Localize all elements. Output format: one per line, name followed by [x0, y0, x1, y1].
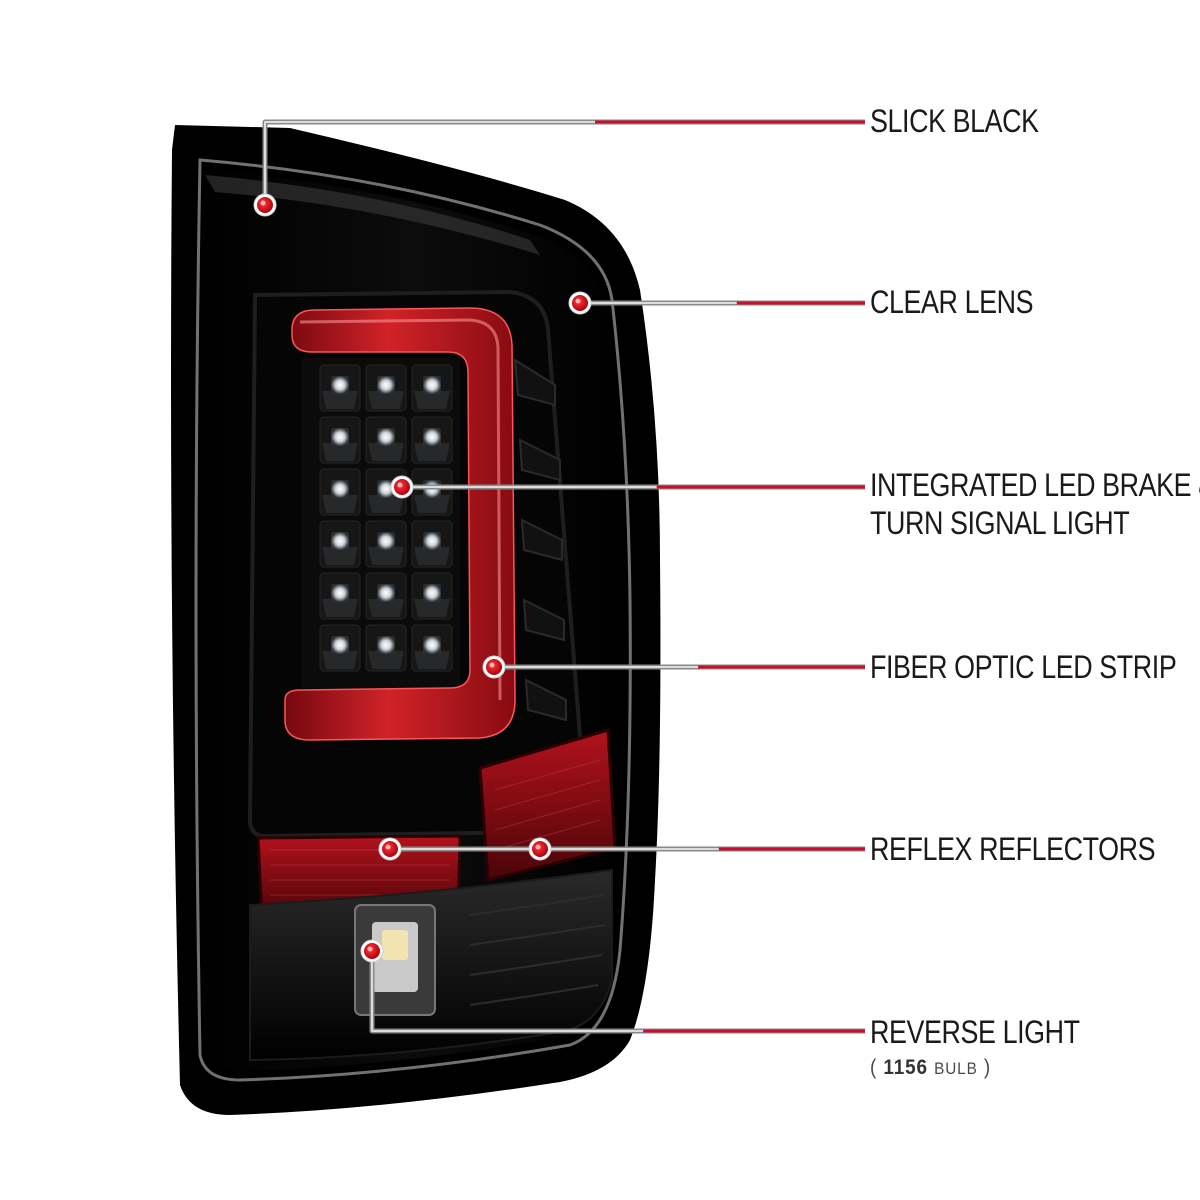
callout-leader	[262, 119, 865, 205]
callout-leader	[369, 951, 865, 1034]
callout-reflex-reflectors: REFLEX REFLECTORS	[870, 830, 1156, 868]
led-cell	[319, 416, 361, 464]
led-grid	[319, 364, 453, 672]
callout-marker	[568, 291, 592, 315]
callout-slick-black: SLICK BLACK	[870, 102, 1039, 140]
bulb-unit: BULB	[934, 1059, 978, 1078]
callout-led-brake-turn: INTEGRATED LED BRAKE & TURN SIGNAL LIGHT	[870, 466, 1200, 542]
led-cell	[319, 520, 361, 568]
fiber-optic-tube	[284, 307, 516, 741]
paren-close: )	[983, 1056, 992, 1079]
led-cell	[411, 624, 453, 672]
bulb-number: 1156	[883, 1056, 928, 1079]
callout-marker	[482, 655, 506, 679]
led-cell	[319, 468, 361, 516]
callout-text: REVERSE LIGHT	[870, 1014, 1080, 1050]
led-cell	[319, 624, 361, 672]
led-cell	[411, 416, 453, 464]
callout-marker	[360, 939, 384, 963]
callout-leaders	[253, 119, 865, 1034]
callout-marker	[378, 837, 402, 861]
led-cell	[411, 468, 453, 516]
led-cell	[319, 364, 361, 412]
callout-text: FIBER OPTIC LED STRIP	[870, 649, 1177, 685]
led-cell	[365, 572, 407, 620]
led-cell	[411, 364, 453, 412]
callout-reverse-light: REVERSE LIGHT	[870, 1013, 1080, 1051]
callout-text: CLEAR LENS	[870, 284, 1034, 320]
led-cell	[365, 416, 407, 464]
side-fins	[513, 358, 567, 722]
led-cell	[319, 572, 361, 620]
callout-text: TURN SIGNAL LIGHT	[870, 505, 1130, 541]
reverse-light-bulb-note: ( 1156 BULB )	[870, 1056, 991, 1080]
chrome-trim	[194, 158, 632, 1082]
led-cell	[411, 520, 453, 568]
callout-marker	[253, 193, 277, 217]
led-cell	[365, 364, 407, 412]
callout-fiber-optic: FIBER OPTIC LED STRIP	[870, 648, 1177, 686]
callout-text: INTEGRATED LED BRAKE &	[870, 467, 1200, 503]
callout-clear-lens: CLEAR LENS	[870, 283, 1034, 321]
led-cell	[365, 624, 407, 672]
led-cell	[365, 520, 407, 568]
led-cell	[411, 572, 453, 620]
callout-text: SLICK BLACK	[870, 103, 1039, 139]
callout-marker	[528, 837, 552, 861]
callout-marker	[390, 475, 414, 499]
callout-text: REFLEX REFLECTORS	[870, 831, 1156, 867]
paren-open: (	[870, 1056, 878, 1079]
